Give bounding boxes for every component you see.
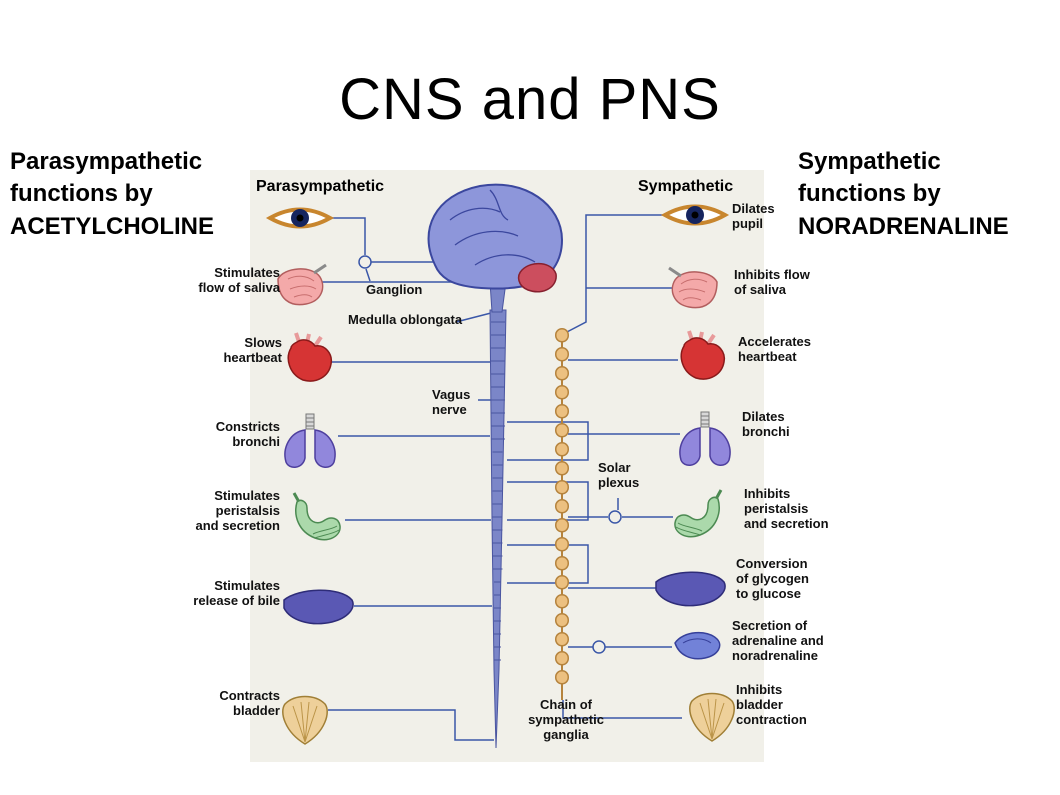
- ganglion-node-icon: [358, 255, 372, 269]
- label-ganglion: Ganglion: [366, 282, 423, 297]
- salivary-gland-icon: [276, 263, 328, 307]
- stomach-icon: [292, 491, 342, 542]
- label-inhibits-peristalsis: Inhibits peristalsis and secretion: [744, 486, 829, 531]
- label-accelerates-heartbeat: Accelerates heartbeat: [738, 334, 811, 364]
- label-chain-sympathetic-ganglia: Chain of sympathetic ganglia: [528, 697, 604, 742]
- page-title: CNS and PNS: [339, 67, 721, 132]
- label-glycogen-conversion: Conversion of glycogen to glucose: [736, 556, 809, 601]
- liver-icon: [283, 589, 354, 625]
- label-solar-plexus: Solar plexus: [598, 460, 640, 490]
- ans-diagram-figure: [268, 183, 735, 749]
- lungs-icon: [284, 413, 336, 468]
- spinal-cord-icon: [489, 309, 507, 749]
- caption-sympathetic-noradrenaline: Sympathetic functions by NORADRENALINE: [798, 148, 1009, 240]
- adrenal-gland-icon: [674, 631, 721, 660]
- heart-icon: [679, 329, 727, 382]
- bladder-icon: [689, 692, 735, 742]
- label-dilates-pupil: Dilates pupil: [732, 201, 775, 231]
- label-adrenaline-secretion: Secretion of adrenaline and noradrenalin…: [732, 618, 824, 663]
- label-parasympathetic-header: Parasympathetic: [256, 178, 385, 195]
- caption-parasympathetic-acetylcholine: Parasympathetic functions by ACETYLCHOLI…: [10, 148, 214, 240]
- solar-plexus-node-icon: [608, 510, 622, 524]
- eye-icon: [663, 204, 727, 226]
- label-stimulates-peristalsis: Stimulates peristalsis and secretion: [195, 488, 280, 533]
- cerebellum-icon: [517, 262, 557, 293]
- label-inhibits-saliva: Inhibits flow of saliva: [734, 267, 810, 297]
- brain-icon: [427, 183, 564, 313]
- lungs-icon: [679, 411, 731, 466]
- label-constricts-bronchi: Constricts bronchi: [215, 419, 280, 449]
- label-dilates-bronchi: Dilates bronchi: [742, 409, 790, 439]
- label-slows-heartbeat: Slows heartbeat: [223, 335, 282, 365]
- ganglion-node-icon: [592, 640, 606, 654]
- liver-icon: [655, 571, 726, 607]
- label-contracts-bladder: Contracts bladder: [219, 688, 280, 718]
- salivary-gland-icon: [667, 266, 719, 310]
- label-stimulates-bile: Stimulates release of bile: [193, 578, 280, 608]
- eye-icon: [268, 207, 332, 229]
- label-medulla-oblongata: Medulla oblongata: [348, 312, 463, 327]
- label-stimulates-saliva: Stimulates flow of saliva: [198, 265, 280, 295]
- label-vagus-nerve: Vagus nerve: [432, 387, 471, 417]
- heart-icon: [286, 331, 334, 384]
- stomach-icon: [673, 488, 723, 539]
- label-inhibits-bladder: Inhibits bladder contraction: [736, 682, 807, 727]
- nerve-lines: [322, 214, 682, 741]
- label-sympathetic-header: Sympathetic: [638, 178, 734, 195]
- bladder-icon: [282, 695, 328, 745]
